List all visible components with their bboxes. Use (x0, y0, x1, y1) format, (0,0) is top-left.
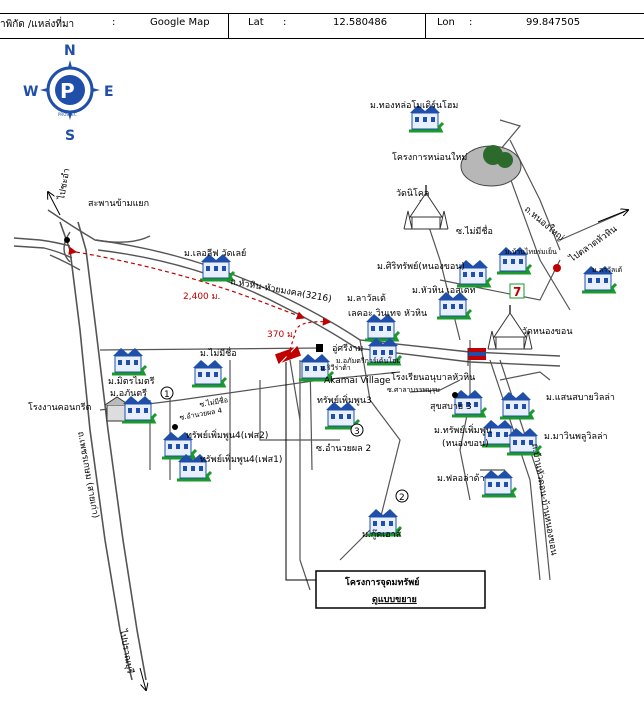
coord-source-label: าพิกัด /แหล่งที่มา (0, 19, 75, 30)
label-lake-view: เลคอะ วินเทจ หัวหิน (348, 308, 427, 319)
label-arurika: อู่ศรีงาม (332, 343, 363, 354)
label-mai-mi-sue: ม.ไม่มีชื่อ (200, 346, 237, 359)
compass-rose: P PROSPEC N S E W (23, 43, 114, 144)
junction-dot (172, 424, 178, 430)
label-soi-no-name: ซ.ไม่มีชื่อ (456, 224, 493, 237)
subject-project-box: โครงการจุดมทรัพย์ ดูแบบขยาย (315, 570, 486, 609)
project-marker-dot (553, 264, 561, 272)
lat-label: Lat (248, 17, 264, 28)
lat-value: 12.580486 (333, 17, 388, 28)
label-concrete-plant: โรงงานคอนกรีต (28, 402, 92, 413)
svg-text:P: P (60, 79, 75, 103)
label-wat-nong-khon: วัดหนองขอน (522, 327, 573, 337)
building-marker (316, 344, 323, 352)
separator: : (112, 17, 116, 28)
road-label-3216: ถ.หัวหิน-หัวยมงคล(3216) (229, 276, 332, 305)
label-tong-lor: ม.ทองหล่อโมเดิร์นโฮม (370, 99, 458, 111)
subject-subtitle: ดูแบบขยาย (372, 595, 417, 605)
svg-text:3: 3 (354, 427, 360, 437)
label-sirisap: ม.ศิริทรัพย์(หนองขอน) (377, 260, 465, 272)
house-icon (190, 358, 228, 388)
arrow-to-pranburi (139, 667, 146, 690)
label-school: โรงเรียนอนุบาลหัวหิน (391, 372, 475, 383)
label-life-valley: ม.เลอลีฟ วัดเลย์ (184, 247, 246, 259)
compass-w: W (23, 84, 38, 100)
label-hua-hin-estate: ม.หัวหิน เอสเตท (412, 285, 476, 296)
overpass-interchange (13, 209, 151, 271)
source-value: Google Map (150, 17, 210, 28)
label-sap-phoemphun3: ทรัพย์เพิ่มพูน3 (317, 393, 372, 406)
label-garden-home: ม.อภัมตรีการ์เด้นโฮม (336, 356, 401, 365)
subject-pointer-line (285, 362, 316, 581)
svg-text:7: 7 (513, 285, 521, 299)
road-label-to-market: ไปตลาดหัวหิน (567, 224, 620, 265)
divider (228, 14, 229, 38)
distance-label-370: 370 ม. (267, 330, 296, 340)
label-marin-pool: ม.มาวินพลูวิลล่า (544, 431, 608, 442)
label-lawadee-right: ม.ลาวัลเต้ (592, 266, 623, 274)
label-lawadee: ม.ลาวัลเต้ (347, 293, 386, 304)
separator: : (469, 17, 473, 28)
svg-text:1: 1 (164, 390, 170, 400)
house-icon (480, 468, 518, 498)
marker-1: 1 (160, 386, 174, 400)
label-mittraimai: ม.มิตรไมตรี (108, 376, 155, 387)
school-icon (467, 348, 486, 366)
divider (425, 14, 426, 38)
marker-3: 3 (350, 423, 364, 437)
house-icon (498, 390, 536, 420)
label-suksabai3: สุขสบาย 3 (430, 402, 472, 412)
label-akamai: Akamai Village (324, 376, 391, 386)
road-label-baan-hua-don: ถ.บ้านหัวดอน-บ้านหนองขอน (529, 443, 560, 557)
road-label-soi2: ซ.อำนวยผล 2 (316, 443, 371, 454)
label-wat-nikom: วัดนิโคล (396, 188, 429, 199)
road-label-soi4: ซ.อำนวยผล 4 (179, 407, 223, 422)
label-rivera: ม.ริวีร่าต้า (320, 364, 351, 372)
compass-n: N (64, 43, 76, 59)
road-label-chaam: ไปชะอำ (56, 167, 73, 201)
highway-main (59, 221, 147, 681)
road-label-sala: ซ.ศาลาบรรพบุรุษ (387, 386, 440, 394)
distance-label-2400: 2,400 ม. (183, 292, 220, 302)
road-label-pranburi: ไปปราณบุรี (117, 628, 136, 675)
house-icon (110, 346, 148, 376)
label-sap-phoemphun-nk: ม.ทรัพย์เพิ่มพูน (434, 423, 492, 436)
compass-e: E (104, 84, 114, 100)
distance-arrow-370 (283, 317, 332, 359)
seven-eleven-icon: 7 (509, 283, 525, 299)
label-fol-villa: ม.ฟลอล่าด้า (437, 473, 485, 484)
coordinate-header: าพิกัด /แหล่งที่มา : Google Map Lat : 12… (0, 13, 644, 39)
lon-label: Lon (437, 17, 455, 28)
lon-value: 99.847505 (526, 17, 581, 28)
label-new-project: โครงการหน่อนใหม่ (392, 152, 467, 163)
compass-s: S (65, 128, 75, 144)
label-sap-phoemphun4-2: ทรัพย์เพิ่มพูน4(เฟส2) (186, 428, 268, 441)
arrow-to-chaam (48, 192, 61, 216)
marker-2: 2 (395, 489, 409, 503)
label-sap-phoemphun-nk2: (หนองขอน) (442, 439, 489, 449)
label-overpass: สะพานข้ามแยก (88, 198, 149, 209)
label-goodhouse: ม.กู๊ดเฮาส์ (362, 528, 402, 540)
separator: : (283, 17, 287, 28)
label-sap-phoemphun4-1: ทรัพย์เพิ่มพูน4(เฟส1) (200, 452, 282, 465)
svg-text:PROSPEC: PROSPEC (58, 112, 77, 117)
overpass-dot (64, 237, 70, 243)
junction-dot (452, 392, 458, 398)
arrow-to-market (597, 210, 628, 223)
house-icon (120, 394, 158, 424)
subject-title: โครงการจุดมทรัพย์ (344, 576, 419, 588)
park-area (460, 145, 522, 187)
label-saensabai: ม.แสนสบายวิลล่า (546, 392, 615, 403)
label-athanthri: ม.อภันตรี (110, 388, 147, 399)
svg-text:2: 2 (399, 493, 405, 503)
label-baan-thai: ม.บ้านไทยร่มเย็น (505, 247, 557, 256)
